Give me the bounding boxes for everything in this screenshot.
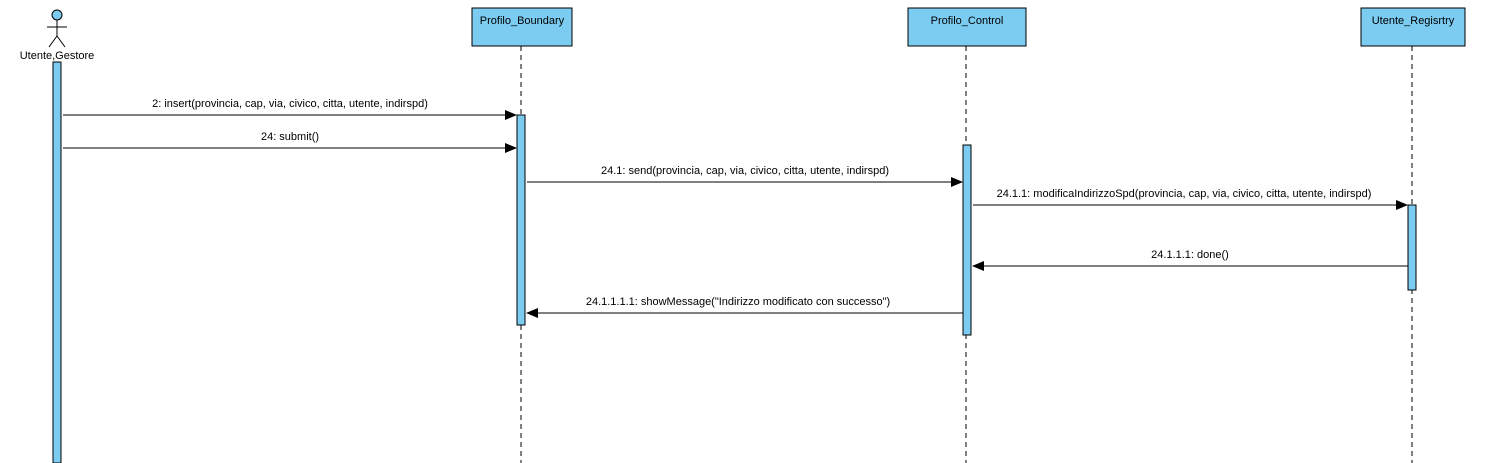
participant-name: Profilo_Control [931, 15, 1004, 27]
activation-profilo-boundary [516, 114, 526, 326]
message-submit[interactable]: 24: submit() [63, 131, 517, 153]
activation-profilo-control [962, 144, 972, 336]
participant-profilo-boundary[interactable]: Profilo_Boundary [471, 7, 573, 47]
message-label: 24.1.1.1: done() [1151, 249, 1229, 261]
message-send[interactable]: 24.1: send(provincia, cap, via, civico, … [527, 165, 963, 187]
actor-activation-bar [52, 61, 62, 463]
participant-box [1360, 7, 1466, 47]
actor-utente-gestore[interactable]: Utente,Gestore [20, 9, 95, 62]
message-label: 2: insert(provincia, cap, via, civico, c… [152, 98, 428, 110]
participant-profilo-control[interactable]: Profilo_Control [907, 7, 1027, 47]
participant-box [907, 7, 1027, 47]
participant-name: Utente_Regisrtry [1372, 15, 1455, 27]
message-label: 24.1.1.1.1: showMessage("Indirizzo modif… [586, 296, 890, 308]
activation-utente-regisrtry [1407, 204, 1417, 291]
actor-name: Utente,Gestore [20, 50, 95, 62]
stick-figure-icon [47, 9, 67, 48]
participant-name: Profilo_Boundary [480, 15, 565, 27]
message-modifica-indirizzo-spd[interactable]: 24.1.1: modificaIndirizzoSpd(provincia, … [973, 188, 1408, 210]
message-insert[interactable]: 2: insert(provincia, cap, via, civico, c… [63, 98, 517, 120]
message-label: 24.1.1: modificaIndirizzoSpd(provincia, … [997, 188, 1372, 200]
message-done[interactable]: 24.1.1.1: done() [972, 249, 1408, 271]
participant-box [471, 7, 573, 47]
message-show-message[interactable]: 24.1.1.1.1: showMessage("Indirizzo modif… [526, 296, 963, 318]
message-label: 24: submit() [261, 131, 319, 143]
participant-utente-regisrtry[interactable]: Utente_Regisrtry [1360, 7, 1466, 47]
message-label: 24.1: send(provincia, cap, via, civico, … [601, 165, 889, 177]
